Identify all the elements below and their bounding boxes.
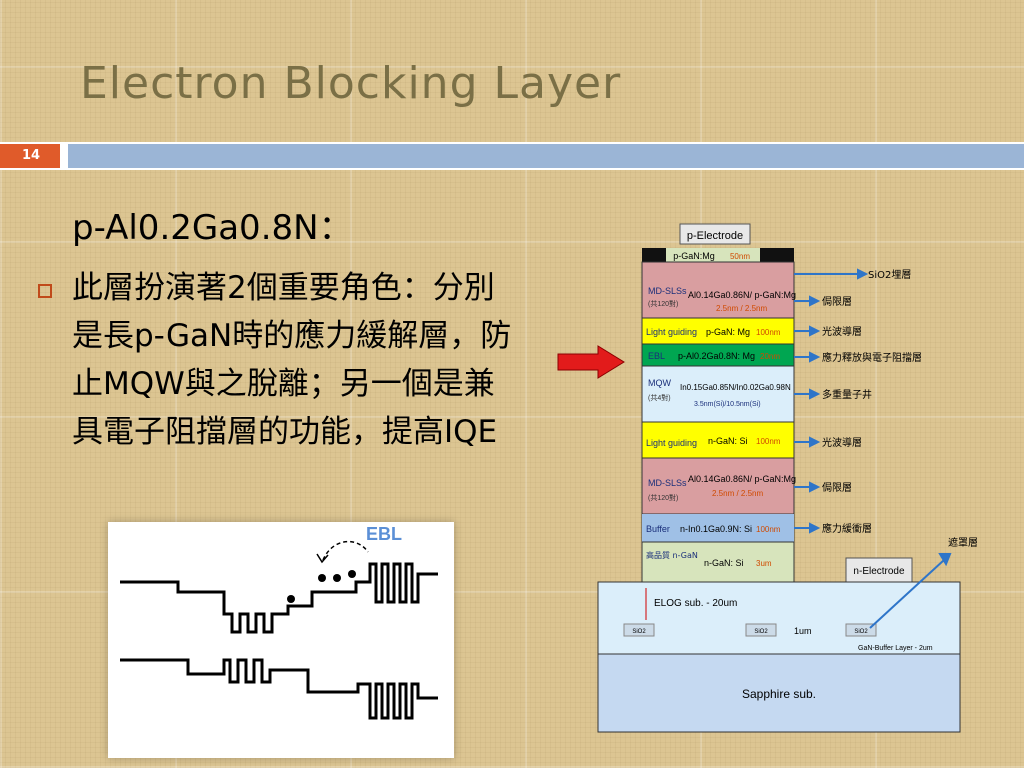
p-gan-top-thick: 50nm <box>730 252 750 261</box>
md-slss-top-thick: 2.5nm / 2.5nm <box>716 304 767 313</box>
sio2-block-3 <box>845 623 877 637</box>
right-label-6: 侷限層 <box>822 481 852 494</box>
n-gan-name: 高品質 n-GaN <box>646 550 698 560</box>
arrowhead-3 <box>809 351 821 363</box>
ebl-name: EBL <box>648 351 665 361</box>
band-diagram-svg: EBL <box>120 524 438 720</box>
slide-title: Electron Blocking Layer <box>80 58 622 109</box>
mqw-comp: In0.15Ga0.85N/In0.02Ga0.98N <box>680 383 791 392</box>
n-gan-comp: n-GaN: Si <box>704 558 744 568</box>
sio2-arrowhead <box>857 268 869 280</box>
md-slss-top-name: MD-SLSs <box>648 286 687 296</box>
electron-dot <box>348 570 356 578</box>
valence-band <box>120 658 438 720</box>
light-guiding-p-thick: 100nm <box>756 328 781 337</box>
md-slss-top-comp: Al0.14Ga0.86N/ p-GaN:Mg <box>688 290 796 300</box>
n-electrode-label: n-Electrode <box>853 566 905 577</box>
sio2-buried-label: SiO2埋層 <box>868 269 911 281</box>
electron-dot <box>287 595 295 603</box>
light-guiding-n-layer <box>641 421 795 459</box>
md-slss-bottom-thick: 2.5nm / 2.5nm <box>712 489 763 498</box>
buffer-name: Buffer <box>646 524 670 534</box>
mask-label: 遮罩層 <box>948 536 978 549</box>
arrowhead-1 <box>809 295 821 307</box>
arrowhead-7 <box>809 522 821 534</box>
buffer-comp: n-In0.1Ga0.9N: Si <box>680 524 752 534</box>
slide-number: 14 <box>0 144 60 168</box>
light-guiding-p-name: Light guiding <box>646 327 697 337</box>
arrow-head <box>316 553 329 564</box>
sapphire-substrate <box>597 653 961 733</box>
right-label-5: 光波導層 <box>822 436 862 449</box>
buffer-thick: 100nm <box>756 525 781 534</box>
mask-arrow <box>869 559 945 629</box>
light-guiding-n-name: Light guiding <box>646 438 697 448</box>
red-arrow-icon <box>557 345 625 379</box>
electron-arrow <box>322 540 369 561</box>
sapphire-label: Sapphire sub. <box>742 687 816 701</box>
n-electrode-box <box>845 557 913 583</box>
one-um-label: 1um <box>794 626 812 636</box>
arrowhead-4 <box>809 388 821 400</box>
title-strip <box>68 144 1024 168</box>
arrowhead-5 <box>809 436 821 448</box>
right-label-3: 應力釋放與電子阻擋層 <box>822 351 922 364</box>
buffer-layer-fill <box>642 514 794 542</box>
mask-arrowhead <box>938 553 952 567</box>
elog-label: ELOG sub. - 20um <box>654 598 737 609</box>
mqw-layer <box>641 365 795 423</box>
p-gan-top-label: p-GaN:Mg <box>673 251 715 261</box>
sio2-block-1 <box>623 623 655 637</box>
n-gan-thick: 3um <box>756 559 772 568</box>
gan-buffer-label: GaN-Buffer Layer - 2um <box>858 645 933 652</box>
right-label-4: 多重量子井 <box>822 388 872 401</box>
right-label-1: 侷限層 <box>822 295 852 308</box>
arrowhead-6 <box>809 481 821 493</box>
mqw-thick: 3.5nm(Si)/10.5nm(Si) <box>694 401 761 408</box>
right-label-2: 光波導層 <box>822 325 862 338</box>
bullet-square-icon <box>38 284 52 298</box>
ebl-band-diagram: EBL <box>108 522 454 758</box>
electron-dot <box>318 574 326 582</box>
right-label-7: 應力緩衝層 <box>822 522 872 535</box>
light-guiding-p-comp: p-GaN: Mg <box>706 327 750 337</box>
sio2-label-1: SiO2 <box>632 629 646 635</box>
ebl-inset-label: EBL <box>366 524 402 544</box>
light-guiding-n-thick: 100nm <box>756 437 781 446</box>
p-electrode-label: p-Electrode <box>687 230 743 242</box>
p-electrode-box <box>679 223 751 245</box>
md-slss-bottom-comp: Al0.14Ga0.86N/ p-GaN:Mg <box>688 474 796 484</box>
md-slss-bottom-name: MD-SLSs <box>648 478 687 488</box>
md-slss-bottom-sub: (共120對) <box>648 493 678 502</box>
md-slss-top-sub: (共120對) <box>648 299 678 308</box>
conduction-band <box>120 562 438 634</box>
ebl-thick: 20nm <box>760 352 780 361</box>
subtitle: p-Al0.2Ga0.8N： <box>72 208 353 248</box>
elog-substrate <box>597 581 961 655</box>
device-structure-diagram: p-Electrode p-GaN:Mg 50nm MD-SLSs (共120對… <box>597 223 978 733</box>
arrowhead-2 <box>809 325 821 337</box>
bullet-text: 此層扮演著2個重要角色：分別是長p-GaN時的應力緩解層，防止MQW與之脫離；另… <box>72 270 512 450</box>
mqw-sub: (共4對) <box>648 393 671 402</box>
sio2-block-2 <box>745 623 777 637</box>
sio2-label-3: SiO2 <box>854 629 868 635</box>
electron-dot <box>333 574 341 582</box>
light-guiding-n-comp: n-GaN: Si <box>708 436 748 446</box>
mqw-name: MQW <box>648 378 671 388</box>
ebl-comp: p-Al0.2Ga0.8N: Mg <box>678 351 755 361</box>
sio2-label-2: SiO2 <box>754 629 768 635</box>
n-gan-layer <box>641 541 795 583</box>
p-gan-top-layer <box>666 248 760 262</box>
